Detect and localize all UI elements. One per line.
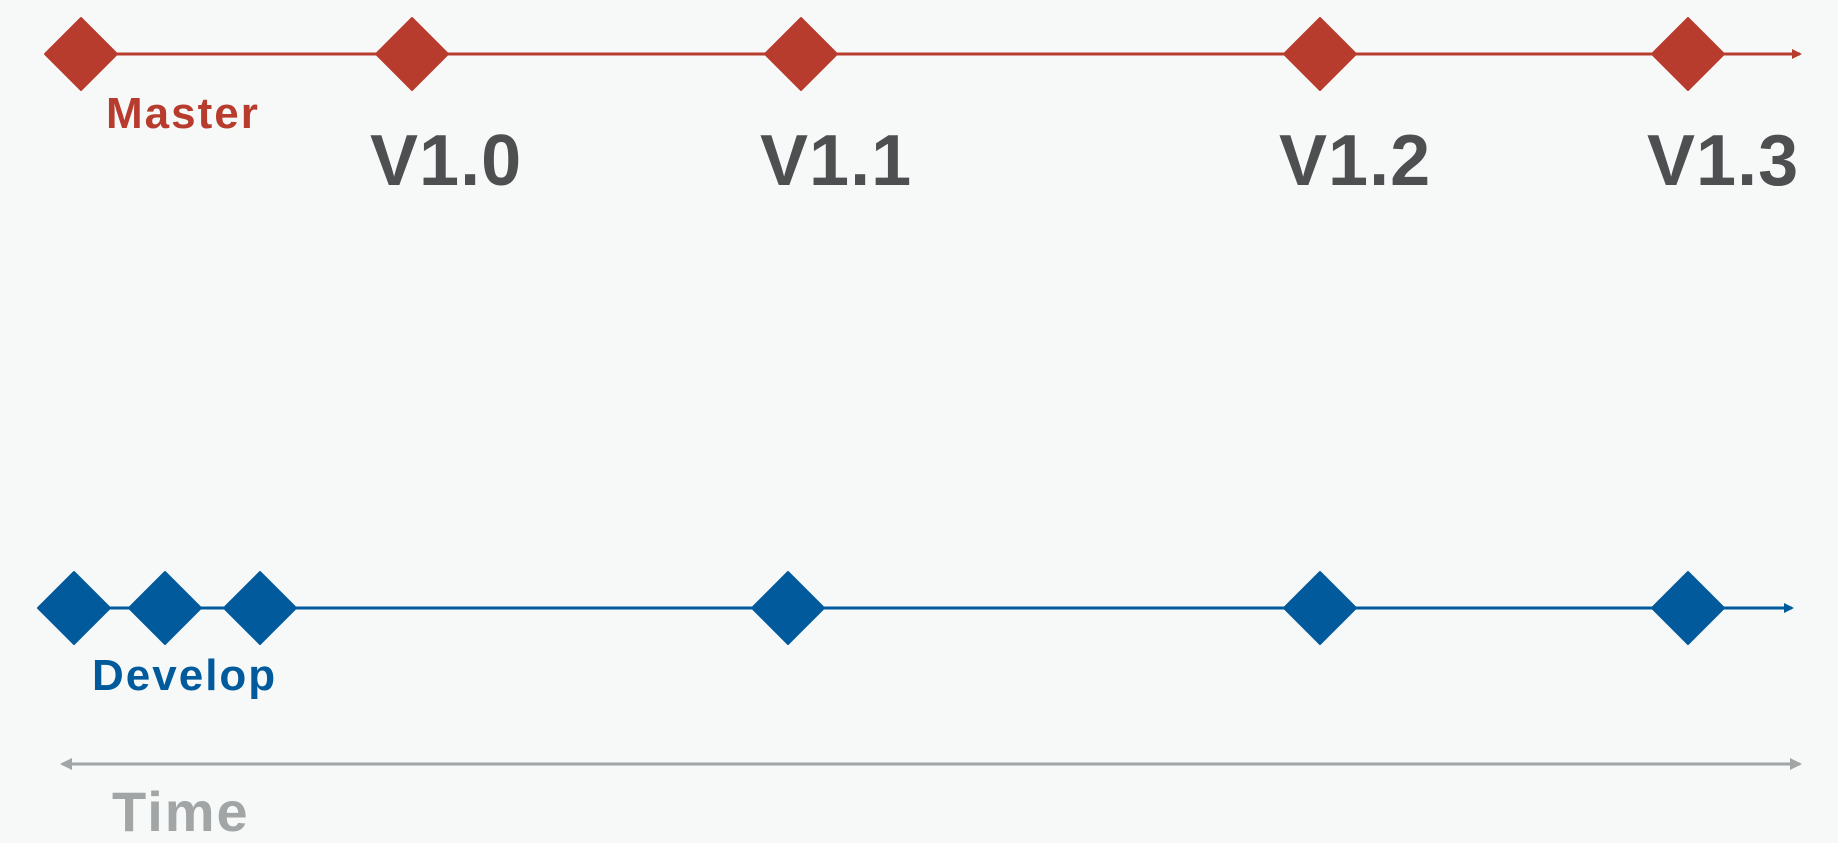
develop-commit-4 bbox=[751, 571, 825, 645]
master-commit-4 bbox=[1283, 17, 1357, 91]
master-branch-label: Master bbox=[106, 89, 260, 138]
version-label-v1-3: V1.3 bbox=[1647, 121, 1800, 201]
version-label-v1-1: V1.1 bbox=[760, 121, 913, 201]
develop-commit-3 bbox=[223, 571, 297, 645]
version-label-v1-0: V1.0 bbox=[370, 121, 523, 201]
develop-commit-6 bbox=[1651, 571, 1725, 645]
master-commit-3 bbox=[764, 17, 838, 91]
time-axis-label: Time bbox=[112, 780, 250, 843]
develop-commit-5 bbox=[1283, 571, 1357, 645]
master-commit-5 bbox=[1651, 17, 1725, 91]
develop-branch-label: Develop bbox=[92, 651, 278, 700]
version-label-v1-2: V1.2 bbox=[1279, 121, 1432, 201]
develop-commit-2 bbox=[128, 571, 202, 645]
develop-commit-1 bbox=[37, 571, 111, 645]
master-commit-1 bbox=[44, 17, 118, 91]
master-commit-2 bbox=[375, 17, 449, 91]
